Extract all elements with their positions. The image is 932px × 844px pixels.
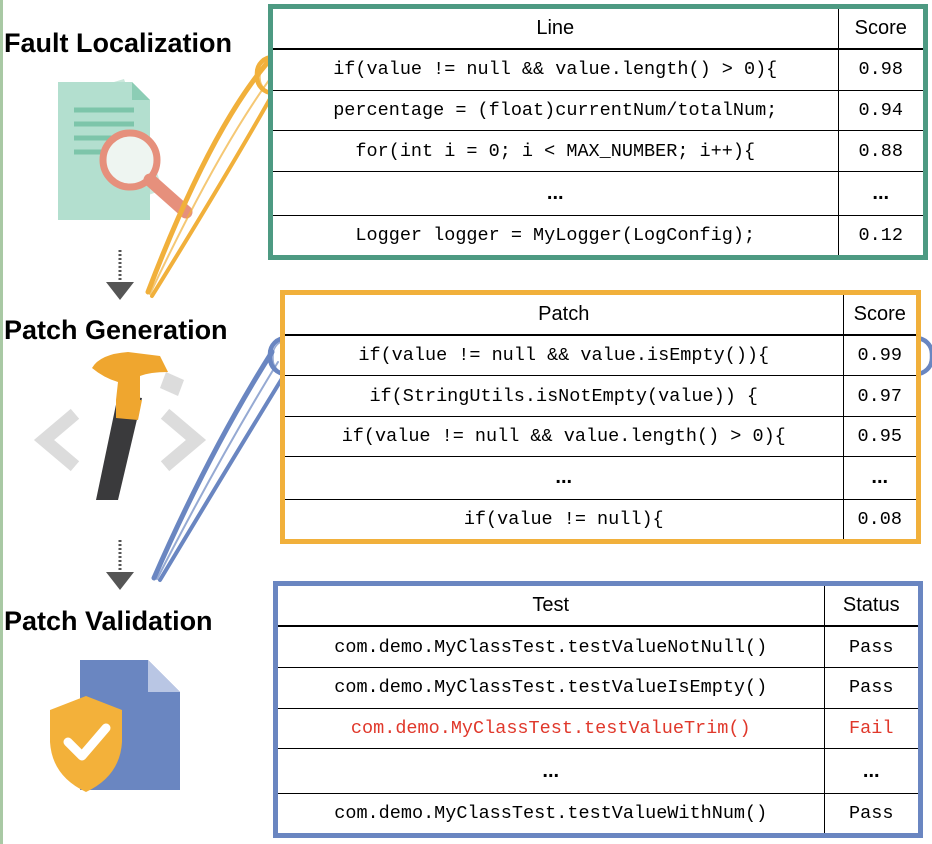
table-row: if(value != null && value.length() > 0){…	[273, 49, 923, 91]
stage-title-patch-validation: Patch Validation	[4, 606, 213, 636]
score-cell: 0.99	[857, 345, 902, 367]
patch-cell: if(value != null && value.length() > 0){	[285, 415, 844, 457]
table-row: percentage = (float)currentNum/totalNum;…	[273, 89, 923, 131]
arrow-down-icon	[106, 250, 134, 300]
ellipsis-cell: ...	[285, 455, 844, 500]
score-cell: 0.12	[838, 214, 923, 255]
table-row: if(value != null && value.isEmpty()){ 0.…	[285, 335, 916, 376]
table-row: ... ...	[278, 748, 918, 794]
fault-line-cell: for(int i = 0; i < MAX_NUMBER; i++){	[273, 130, 839, 172]
score-cell: 0.94	[838, 89, 923, 131]
patch-cell: if(StringUtils.isNotEmpty(value)) {	[285, 375, 844, 417]
patch-cell: if(value != null && value.isEmpty()){	[285, 335, 844, 376]
patch-cell: if(value != null){	[285, 499, 844, 539]
test-cell: com.demo.MyClassTest.testValueWithNum()	[278, 792, 825, 833]
table-row: ... ...	[273, 170, 923, 216]
status-cell: Pass	[824, 667, 918, 709]
left-edge-bar	[0, 0, 3, 844]
test-cell: com.demo.MyClassTest.testValueIsEmpty()	[278, 667, 825, 709]
fault-line-cell: Logger logger = MyLogger(LogConfig);	[273, 214, 839, 255]
score-cell: 0.95	[843, 415, 916, 457]
fault-localization-table: Line Score if(value != null && value.len…	[268, 4, 928, 260]
patch-validation-table: Test Status com.demo.MyClassTest.testVal…	[273, 581, 923, 838]
column-header-score: Score	[838, 9, 923, 50]
test-cell: com.demo.MyClassTest.testValueTrim()	[278, 707, 825, 749]
fault-line-cell: if(value != null && value.length() > 0){	[273, 49, 839, 91]
ellipsis-cell: ...	[278, 748, 825, 794]
fault-line-cell: percentage = (float)currentNum/totalNum;	[273, 89, 839, 131]
ellipsis-cell: ...	[824, 748, 918, 794]
score-cell: 0.98	[858, 59, 903, 81]
table-row-failed: com.demo.MyClassTest.testValueTrim() Fai…	[278, 707, 918, 749]
table-row: if(value != null && value.length() > 0){…	[285, 415, 916, 457]
table-row: if(value != null){ 0.08	[285, 499, 916, 539]
status-cell: Pass	[824, 792, 918, 833]
ellipsis-cell: ...	[843, 455, 916, 500]
ellipsis-cell: ...	[273, 170, 839, 216]
document-search-icon	[58, 79, 193, 220]
stage-title-patch-generation: Patch Generation	[4, 315, 228, 345]
table-row: com.demo.MyClassTest.testValueWithNum() …	[278, 792, 918, 833]
test-cell: com.demo.MyClassTest.testValueNotNull()	[278, 626, 825, 668]
table-row: com.demo.MyClassTest.testValueIsEmpty() …	[278, 667, 918, 709]
table-row: Logger logger = MyLogger(LogConfig); 0.1…	[273, 214, 923, 255]
score-cell: 0.97	[843, 375, 916, 417]
document-shield-check-icon	[50, 660, 180, 792]
table-row: ... ...	[285, 455, 916, 500]
score-cell: 0.08	[843, 499, 916, 539]
column-header-test: Test	[278, 586, 825, 627]
patch-generation-table: Patch Score if(value != null && value.is…	[280, 290, 921, 544]
column-header-score: Score	[843, 295, 916, 336]
arrow-down-icon	[106, 540, 134, 590]
column-header-status: Status	[824, 586, 918, 627]
status-cell: Pass	[849, 636, 894, 658]
hammer-code-icon	[33, 352, 207, 500]
ellipsis-cell: ...	[838, 170, 923, 216]
table-row: for(int i = 0; i < MAX_NUMBER; i++){ 0.8…	[273, 130, 923, 172]
column-header-patch: Patch	[285, 295, 844, 336]
score-cell: 0.88	[838, 130, 923, 172]
table-row: if(StringUtils.isNotEmpty(value)) { 0.97	[285, 375, 916, 417]
status-cell: Fail	[824, 707, 918, 749]
stage-title-fault-localization: Fault Localization	[4, 28, 233, 58]
table-row: com.demo.MyClassTest.testValueNotNull() …	[278, 626, 918, 668]
column-header-line: Line	[273, 9, 839, 50]
